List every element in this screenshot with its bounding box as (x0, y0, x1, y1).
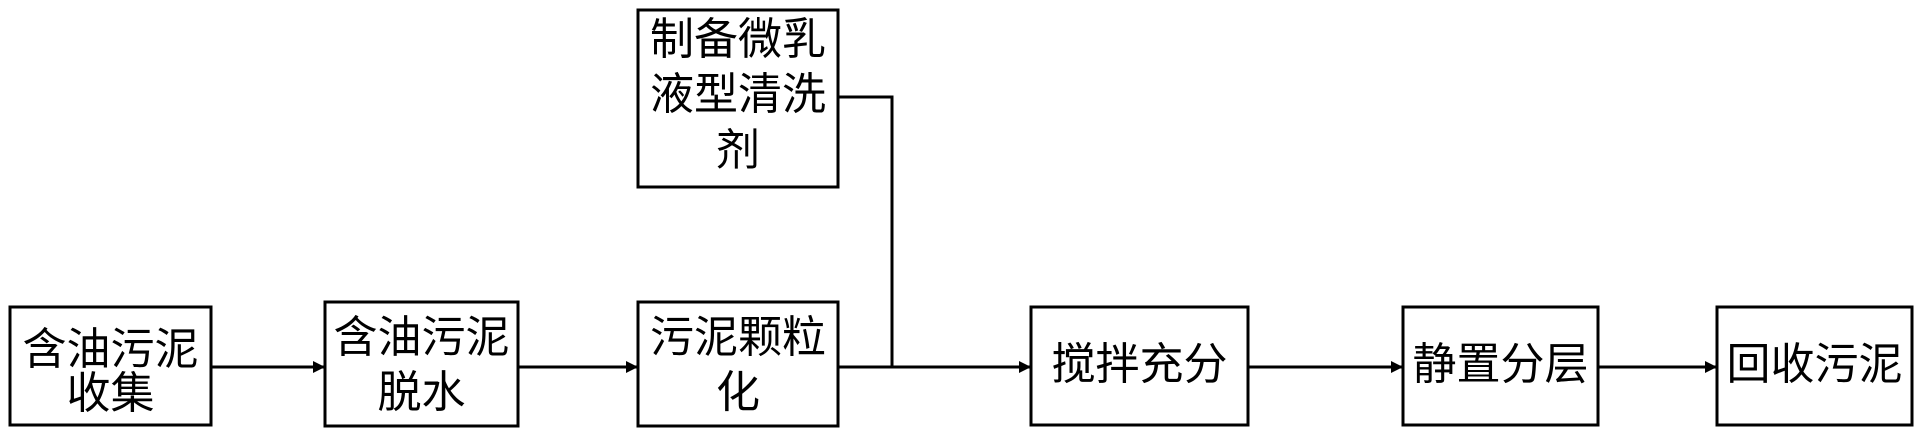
box-cleaner-line-2: 液型清洗 (650, 69, 826, 120)
connectors (211, 95, 1717, 373)
box-dewater-line-2: 脱水 (378, 367, 466, 418)
line-cleaner-to-stir (838, 95, 894, 367)
box-stir-line-1: 搅拌充分 (1052, 339, 1228, 390)
box-collect-line-2: 收集 (67, 368, 155, 419)
box-recover: 回收污泥 (1715, 305, 1914, 427)
box-collect-line-1: 含油污泥 (23, 324, 199, 375)
box-granulate-line-1: 污泥颗粒 (650, 312, 826, 363)
box-settle: 静置分层 (1401, 305, 1600, 427)
box-collect: 含油污泥 收集 (8, 305, 213, 427)
box-stir: 搅拌充分 (1029, 305, 1250, 427)
box-cleaner-line-1: 制备微乳 (650, 14, 826, 65)
box-recover-line-1: 回收污泥 (1727, 339, 1903, 390)
box-dewater-line-1: 含油污泥 (334, 312, 510, 363)
box-cleaner: 制备微乳 液型清洗 剂 (636, 8, 840, 189)
box-dewater: 含油污泥 脱水 (323, 300, 520, 428)
box-cleaner-line-3: 剂 (716, 125, 760, 176)
box-settle-line-1: 静置分层 (1413, 339, 1589, 390)
box-granulate: 污泥颗粒 化 (636, 300, 840, 428)
box-granulate-line-2: 化 (716, 367, 760, 418)
